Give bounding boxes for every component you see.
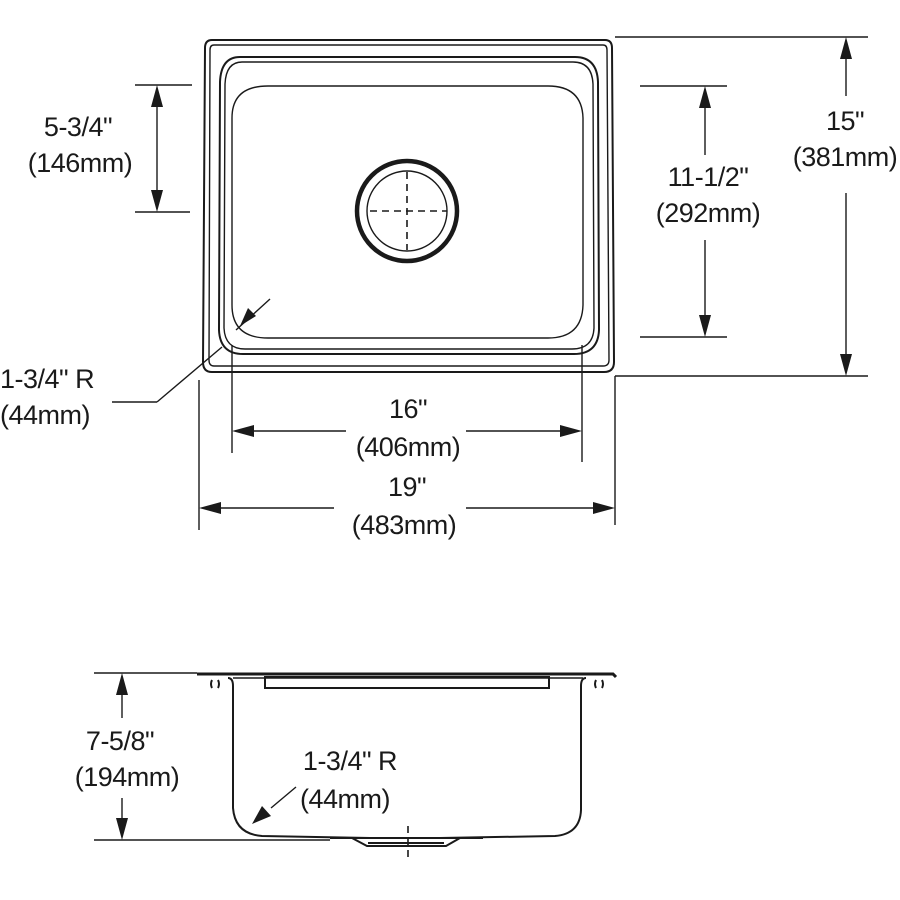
- sink-inner-rim-inner: [223, 61, 595, 350]
- dim-bowl-depth: 7-5/8" (194mm): [75, 672, 330, 841]
- dim-label-metric: (483mm): [352, 510, 457, 540]
- dim-label-metric: (292mm): [656, 198, 761, 228]
- dim-bowl-front-to-back: 11-1/2" (292mm): [640, 85, 761, 338]
- dim-bowl-corner-radius: 1-3/4" R (44mm): [0, 298, 271, 430]
- sink-outer-rim: [201, 39, 616, 373]
- dim-bottom-corner-radius: 1-3/4" R (44mm): [252, 746, 398, 824]
- dim-overall-front-to-back: 15" (381mm): [614, 36, 898, 525]
- rim-clip-left-icon: [210, 679, 220, 689]
- rim-clip-right-icon: [594, 679, 604, 689]
- dim-label-imperial: 1-3/4" R: [0, 364, 94, 394]
- bowl-profile: [227, 677, 587, 839]
- side-view: 7-5/8" (194mm) 1-3/4" R (44mm): [75, 672, 618, 862]
- dim-label-imperial: 11-1/2": [668, 162, 749, 192]
- dim-label-imperial: 7-5/8": [86, 726, 154, 756]
- dim-label-metric: (44mm): [0, 400, 90, 430]
- sink-inner-rim: [217, 56, 601, 355]
- dim-label-metric: (381mm): [793, 142, 898, 172]
- dim-label-metric: (44mm): [300, 784, 390, 814]
- top-view: 5-3/4" (146mm) 11-1/2" (292mm) 15" (381m…: [0, 36, 898, 540]
- dim-label-metric: (406mm): [356, 432, 461, 462]
- dim-label-imperial: 16": [389, 394, 427, 424]
- bowl-floor-outline: [231, 85, 584, 339]
- dim-label-metric: (146mm): [28, 148, 133, 178]
- drain-body-icon: [330, 837, 483, 847]
- dim-label-imperial: 5-3/4": [44, 112, 112, 142]
- drain-icon: [354, 158, 460, 264]
- dim-label-imperial: 15": [826, 106, 864, 136]
- rim-channel: [264, 676, 550, 689]
- sink-rim-flange: [197, 672, 618, 679]
- dim-bowl-width: 16" (406mm): [231, 345, 583, 462]
- dim-bowl-front-to-drain: 5-3/4" (146mm): [28, 84, 192, 213]
- dim-overall-width: 19" (483mm): [198, 380, 615, 540]
- sink-outer-rim-inner: [208, 44, 610, 367]
- dim-label-metric: (194mm): [75, 762, 180, 792]
- dim-label-imperial: 1-3/4" R: [303, 746, 397, 776]
- dim-label-imperial: 19": [388, 472, 426, 502]
